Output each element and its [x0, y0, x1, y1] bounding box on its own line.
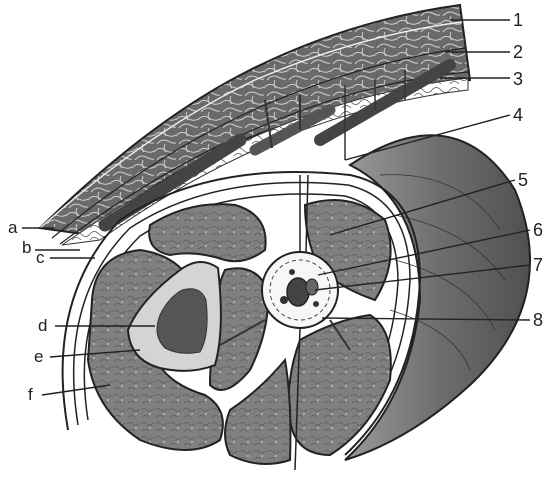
label-c: c	[36, 248, 45, 267]
label-2: 2	[513, 42, 523, 62]
left-labels: a b c d e f	[8, 218, 47, 404]
label-e: e	[34, 347, 43, 366]
label-b: b	[22, 238, 31, 257]
label-d: d	[38, 316, 47, 335]
label-6: 6	[533, 220, 543, 240]
label-5: 5	[518, 170, 528, 190]
label-7: 7	[533, 255, 543, 275]
label-a: a	[8, 218, 18, 237]
label-3: 3	[513, 69, 523, 89]
label-4: 4	[513, 105, 523, 125]
label-8: 8	[533, 310, 543, 330]
label-f: f	[28, 385, 33, 404]
label-1: 1	[513, 10, 523, 30]
